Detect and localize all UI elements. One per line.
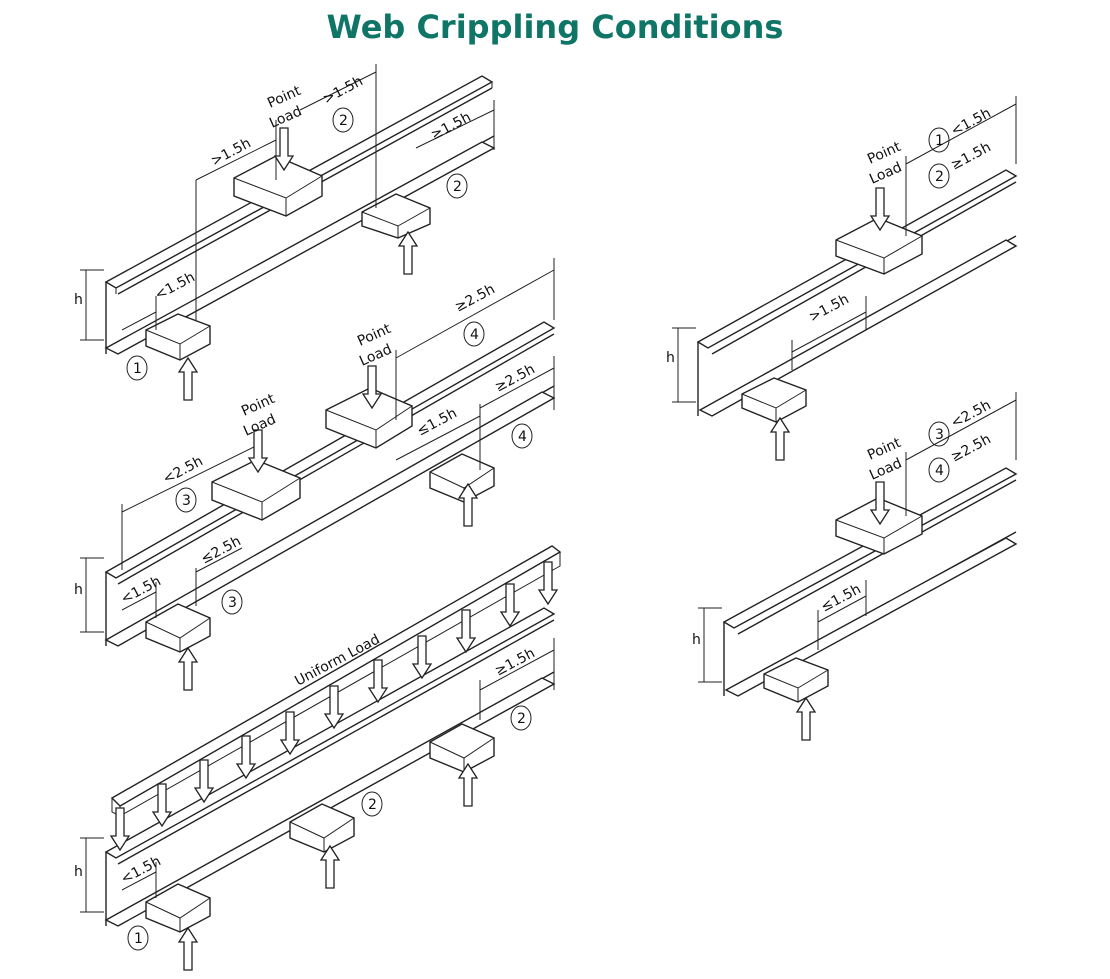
dim-label: ≤2.5h xyxy=(198,533,243,567)
beam-top-left xyxy=(80,64,496,361)
dim-label: >1.5h xyxy=(320,73,365,107)
beam-bottom-right xyxy=(698,392,1018,703)
height-label: h xyxy=(666,350,675,366)
condition-marker: 1 xyxy=(928,127,950,153)
condition-marker: 2 xyxy=(361,791,383,817)
svg-text:1: 1 xyxy=(133,361,142,377)
condition-marker: 4 xyxy=(463,321,485,347)
dim-label: ≥2.5h xyxy=(452,281,497,315)
dim-label: ≥1.5h xyxy=(948,139,993,173)
svg-text:2: 2 xyxy=(517,711,526,727)
condition-marker: 1 xyxy=(126,355,148,381)
dim-label: ≥2.5h xyxy=(948,431,993,465)
condition-marker: 3 xyxy=(928,421,950,447)
height-label: h xyxy=(692,632,701,648)
beam-top-right xyxy=(672,96,1018,423)
svg-text:1: 1 xyxy=(935,133,944,149)
condition-marker: 2 xyxy=(510,705,532,731)
svg-text:2: 2 xyxy=(935,169,944,185)
svg-text:2: 2 xyxy=(368,797,377,813)
dim-label: ≥1.5h xyxy=(428,109,473,143)
svg-text:1: 1 xyxy=(134,931,143,947)
dim-label: <1.5h xyxy=(118,573,163,607)
svg-text:4: 4 xyxy=(470,327,479,343)
svg-text:2: 2 xyxy=(453,179,462,195)
height-label: h xyxy=(74,864,83,880)
dim-label: >1.5h xyxy=(208,135,253,169)
svg-text:2: 2 xyxy=(339,113,348,129)
page-title: Web Crippling Conditions xyxy=(326,8,784,46)
condition-marker: 4 xyxy=(511,423,533,449)
condition-marker: 2 xyxy=(928,163,950,189)
dim-label: ≥2.5h xyxy=(492,361,537,395)
dim-label: <1.5h xyxy=(948,105,993,139)
beam-bottom-left xyxy=(80,545,562,933)
svg-text:4: 4 xyxy=(935,463,944,479)
beam-middle-left xyxy=(80,258,556,653)
height-label: h xyxy=(74,292,83,308)
dim-label: <2.5h xyxy=(948,397,993,431)
condition-marker: 3 xyxy=(175,487,197,513)
svg-text:3: 3 xyxy=(228,595,237,611)
height-label: h xyxy=(74,582,83,598)
condition-marker: 1 xyxy=(127,925,149,951)
condition-marker: 2 xyxy=(446,173,468,199)
condition-marker: 4 xyxy=(928,457,950,483)
dim-label: <1.5h xyxy=(118,853,163,887)
svg-text:3: 3 xyxy=(182,493,191,509)
svg-text:4: 4 xyxy=(518,429,527,445)
condition-marker: 3 xyxy=(221,589,243,615)
svg-text:3: 3 xyxy=(935,427,944,443)
condition-marker: 2 xyxy=(332,107,354,133)
dim-label: <1.5h xyxy=(152,269,197,303)
